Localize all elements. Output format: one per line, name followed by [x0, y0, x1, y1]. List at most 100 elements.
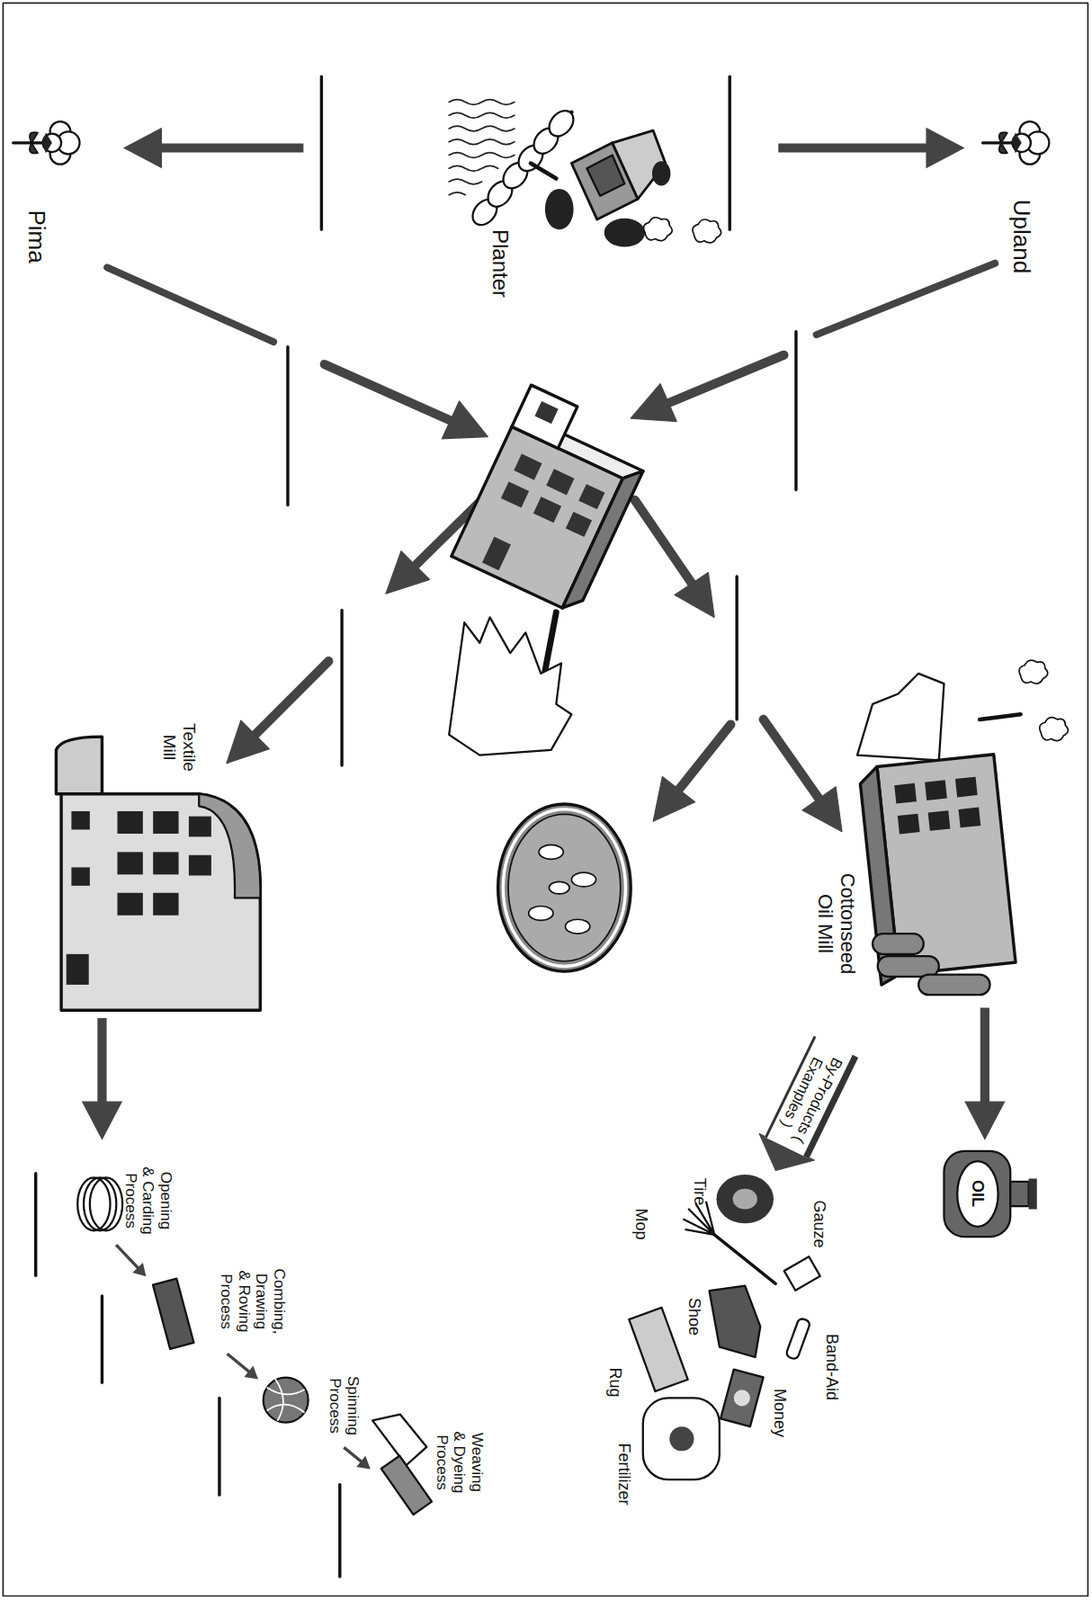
- process-step: Weaving & Dyeing Process: [372, 1423, 490, 1516]
- gin-wall: [451, 426, 624, 608]
- yarn-ball-icon: [263, 1378, 309, 1424]
- arrowhead: [964, 1101, 1005, 1141]
- node-label: Cottonseed Oil Mill: [814, 867, 860, 980]
- arrowhead: [81, 1101, 123, 1141]
- pima-cotton-plant: [13, 121, 81, 165]
- node-label: Upland: [1007, 199, 1035, 274]
- flow-arrow: [964, 1008, 1005, 1141]
- upland-node: Upland: [967, 101, 1073, 286]
- cotton-pile: [857, 673, 944, 761]
- arrow-shaft: [116, 1244, 140, 1270]
- cotton-pile: [448, 617, 572, 755]
- item-label: Band-Aid: [822, 1333, 842, 1401]
- hitch: [530, 163, 556, 180]
- mill-roof: [198, 794, 260, 899]
- item-label: Fertilizer: [615, 1443, 635, 1506]
- arrowhead: [441, 401, 488, 439]
- item-label: Rug: [606, 1368, 626, 1398]
- process-step: Spinning Process: [259, 1366, 366, 1446]
- arrowhead: [925, 127, 965, 169]
- blank-line: [338, 1485, 341, 1577]
- fertilizer-bag-icon: [669, 1426, 694, 1451]
- money-icon: [733, 1389, 751, 1406]
- textile-mill-node: Textile Mill: [45, 711, 271, 1016]
- feedlot-illustration: [498, 804, 631, 972]
- tire-icon: [733, 1189, 758, 1210]
- item-label: Money: [769, 1388, 789, 1438]
- flow-arrow: [343, 1447, 370, 1469]
- arrowhead: [226, 720, 270, 764]
- band-aid-icon: [785, 1317, 811, 1361]
- arrowhead: [674, 572, 715, 618]
- cattle: [528, 844, 597, 934]
- item-label: Tire: [690, 1178, 710, 1206]
- steam-puff: [1019, 660, 1048, 684]
- arrow-shaft: [97, 1018, 107, 1110]
- arrowhead: [653, 776, 696, 822]
- process-step: Combing, Drawing & Roving Process: [148, 1243, 293, 1352]
- sliver-coil-icon: [89, 1177, 123, 1231]
- node-label: Spinning Process: [326, 1369, 362, 1442]
- tractor-wheel: [604, 218, 645, 248]
- seed-hoppers: [467, 106, 579, 231]
- arrowhead: [385, 551, 430, 595]
- upland-cotton-plant: [983, 121, 1050, 165]
- answer-blanks: [35, 76, 797, 1577]
- by-products-band: By-Products ( Examples ): [764, 1035, 859, 1159]
- mill-building: [61, 794, 260, 1012]
- flow-arrow-shaft: [255, 661, 330, 735]
- item-label: Mop: [631, 1208, 651, 1241]
- arrowhead: [802, 787, 842, 833]
- gin-annex: [511, 384, 578, 448]
- arrow-shaft: [153, 143, 304, 153]
- item-label: Gauze: [810, 1200, 830, 1249]
- flow-arrows: [107, 263, 995, 1172]
- arrowhead: [132, 1262, 146, 1277]
- yarn-ball-icon: [267, 1379, 305, 1421]
- textile-mill-illustration: [55, 736, 260, 1011]
- arrowhead: [123, 127, 162, 169]
- flow-arrow: [116, 1244, 146, 1277]
- dust-puff: [692, 219, 722, 243]
- oil-bottle: [943, 1151, 1037, 1237]
- mill-annex: [55, 736, 102, 795]
- shoe-icon: [709, 1286, 761, 1358]
- blank-line: [734, 576, 738, 720]
- process-step: Opening & Carding Process: [79, 1143, 178, 1244]
- rug-icon: [628, 1307, 688, 1392]
- blank-line: [34, 1173, 37, 1276]
- mill-windows: [66, 811, 212, 985]
- arrow-shaft: [343, 1447, 363, 1463]
- planter-illustration: [448, 99, 721, 248]
- sliver-coil-icon: [83, 1177, 117, 1231]
- blank-line: [728, 76, 732, 230]
- dust-puff: [644, 217, 673, 242]
- node-label: Weaving & Dyeing Process: [432, 1428, 486, 1497]
- flow-arrow: [227, 1353, 259, 1379]
- blank-line: [217, 1397, 221, 1495]
- planter-node: Planter: [305, 81, 776, 307]
- node-label: Combing, Drawing & Roving Process: [217, 1267, 288, 1336]
- spool-icon: [152, 1279, 194, 1350]
- money-icon: [720, 1369, 764, 1428]
- arrow-shaft: [778, 143, 934, 153]
- oil-bottle-node: OIL: [943, 1143, 1036, 1244]
- fabric-roll-icon: [381, 1456, 432, 1515]
- gin-windows: [473, 454, 606, 598]
- chimney: [979, 714, 1021, 720]
- gin-side: [562, 465, 644, 616]
- flow-arrow-shaft: [678, 725, 731, 791]
- cottonseed-oil-mill-illustration: [857, 660, 1092, 1241]
- node-label: Pima: [22, 210, 50, 264]
- fertilizer-bag-icon: [643, 1397, 720, 1480]
- mop-icon: [683, 1202, 715, 1236]
- tractor-wheel: [545, 188, 574, 230]
- flow-line: [816, 263, 996, 335]
- flow-arrow-shaft: [635, 500, 693, 584]
- oil-mill-windows: [894, 777, 981, 835]
- tractor-cab: [586, 154, 625, 196]
- flow-arrow: [778, 127, 965, 169]
- arrowhead: [630, 384, 677, 422]
